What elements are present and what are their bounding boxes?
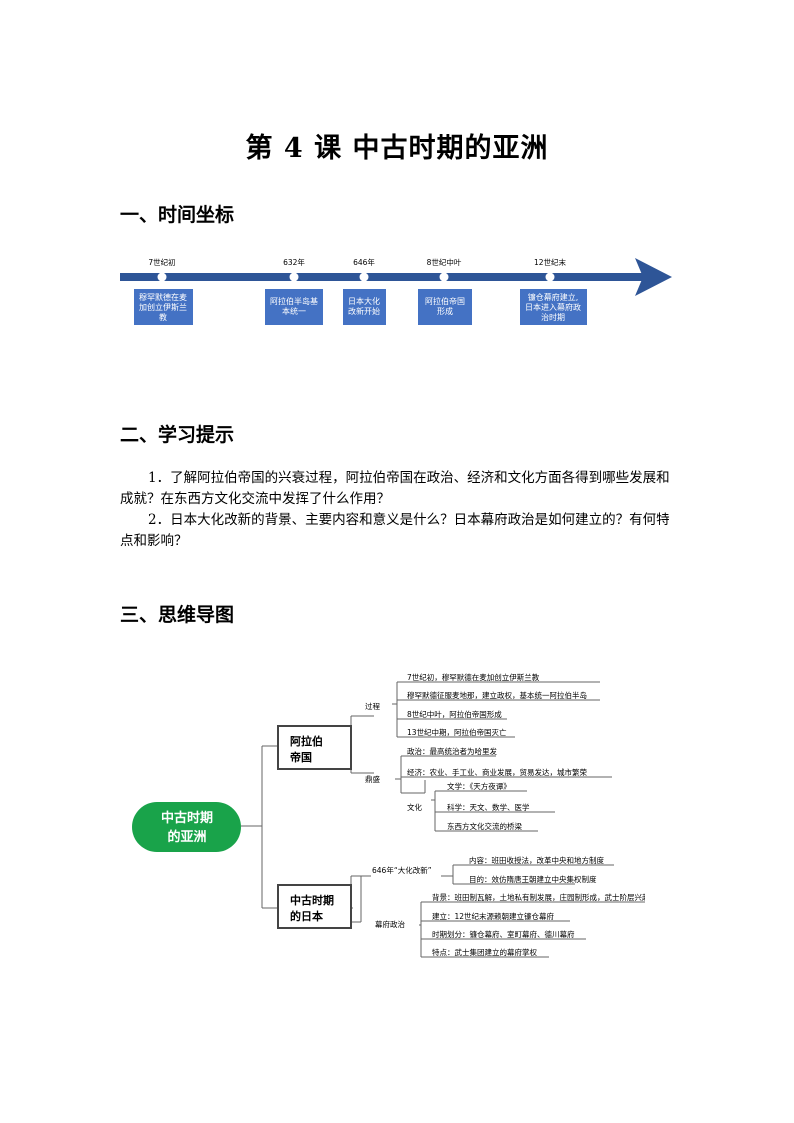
study-tips: 1．了解阿拉伯帝国的兴衰过程，阿拉伯帝国在政治、经济和文化方面各得到哪些发展和成… bbox=[120, 468, 680, 552]
timeline-event-box bbox=[265, 289, 323, 325]
branch-label: 的日本 bbox=[290, 909, 323, 923]
process-label: 过程 bbox=[365, 701, 380, 711]
branch-node-medieval-japan bbox=[277, 884, 352, 929]
economy-item: 经济：农业、手工业、商业发展，贸易发达，城市繁荣 bbox=[407, 767, 587, 777]
timeline-event-text: 镰仓幕府建立, bbox=[528, 292, 579, 302]
timeline-date: 8世纪中叶 bbox=[427, 257, 462, 267]
branch-label: 帝国 bbox=[290, 750, 312, 764]
timeline-arrow-icon bbox=[635, 258, 672, 296]
timeline-event-text: 日本进入幕府政 bbox=[525, 302, 581, 312]
study-tip-2: 2．日本大化改新的背景、主要内容和意义是什么？日本幕府政治是如何建立的？有何特点… bbox=[120, 512, 670, 549]
timeline-event-text: 阿拉伯半岛基 bbox=[270, 296, 318, 306]
timeline-event-text: 阿拉伯帝国 bbox=[425, 296, 465, 306]
branch-label: 中古时期 bbox=[290, 893, 334, 907]
process-item: 穆罕默德征服麦地那，建立政权，基本统一阿拉伯半岛 bbox=[407, 690, 587, 700]
timeline-date: 12世纪末 bbox=[534, 257, 567, 267]
taika-reform-label: 646年“大化改新” bbox=[372, 865, 432, 875]
root-label: 中古时期 bbox=[161, 810, 213, 826]
page-title: 第 4 课 中古时期的亚洲 bbox=[245, 133, 549, 164]
timeline: 7世纪初 穆罕默德在麦 加创立伊斯兰 教 632年 阿拉伯半岛基 本统一 646… bbox=[120, 257, 672, 325]
timeline-date: 646年 bbox=[353, 257, 375, 267]
process-item: 13世纪中期，阿拉伯帝国灭亡 bbox=[407, 727, 507, 737]
culture-label: 文化 bbox=[407, 802, 422, 812]
timeline-event-text: 加创立伊斯兰 bbox=[139, 302, 187, 312]
section-heading-timeline: 一、时间坐标 bbox=[120, 204, 235, 226]
timeline-event-box bbox=[343, 289, 386, 325]
timeline-event-text: 教 bbox=[159, 312, 167, 322]
timeline-event-text: 穆罕默德在麦 bbox=[139, 292, 187, 302]
bakufu-item: 背景：班田制瓦解，土地私有制发展，庄园制形成，武士阶层兴起 bbox=[432, 892, 645, 902]
mind-map-root bbox=[132, 802, 241, 852]
culture-item: 科学：天文、数学、医学 bbox=[447, 802, 530, 812]
branch-label: 阿拉伯 bbox=[290, 734, 323, 748]
bakufu-label: 幕府政治 bbox=[375, 919, 405, 929]
timeline-date: 632年 bbox=[283, 257, 305, 267]
timeline-event-text: 本统一 bbox=[282, 306, 306, 316]
timeline-event-text: 改新开始 bbox=[348, 306, 380, 316]
taika-item: 目的：效仿隋唐王朝建立中央集权制度 bbox=[469, 874, 597, 884]
section-heading-mind-map: 三、思维导图 bbox=[120, 604, 235, 626]
timeline-event-text: 形成 bbox=[437, 306, 453, 316]
taika-item: 内容：班田收授法，改革中央和地方制度 bbox=[469, 855, 604, 865]
timeline-dot bbox=[359, 272, 369, 282]
timeline-date: 7世纪初 bbox=[148, 257, 175, 267]
politics-item: 政治：最高统治者为哈里发 bbox=[407, 746, 497, 756]
timeline-event-box bbox=[418, 289, 472, 325]
branch-node-arab-empire bbox=[277, 725, 352, 770]
peak-label: 鼎盛 bbox=[365, 774, 380, 784]
process-item: 8世纪中叶，阿拉伯帝国形成 bbox=[407, 709, 502, 719]
culture-item: 文学：《天方夜谭》 bbox=[447, 781, 511, 791]
timeline-dot bbox=[439, 272, 449, 282]
timeline-dot bbox=[289, 272, 299, 282]
section-heading-study-tips: 二、学习提示 bbox=[120, 424, 235, 446]
timeline-dot bbox=[157, 272, 167, 282]
timeline-event-box bbox=[520, 289, 587, 325]
timeline-line bbox=[120, 273, 650, 281]
timeline-dot bbox=[545, 272, 555, 282]
bakufu-item: 时期划分：镰仓幕府、室町幕府、德川幕府 bbox=[432, 929, 575, 939]
culture-item: 东西方文化交流的桥梁 bbox=[447, 821, 522, 831]
mind-map: 中古时期 的亚洲 阿拉伯 帝国 中古时期 的日本 过程 7世纪初，穆罕默德在麦加… bbox=[132, 672, 645, 958]
study-tip-1: 1．了解阿拉伯帝国的兴衰过程，阿拉伯帝国在政治、经济和文化方面各得到哪些发展和成… bbox=[120, 470, 670, 507]
timeline-event-text: 日本大化 bbox=[348, 296, 380, 306]
bakufu-item: 特点：武士集团建立的幕府掌权 bbox=[432, 947, 537, 957]
bakufu-item: 建立：12世纪末源赖朝建立镰仓幕府 bbox=[432, 911, 555, 921]
root-label: 的亚洲 bbox=[167, 829, 206, 845]
process-item: 7世纪初，穆罕默德在麦加创立伊斯兰教 bbox=[407, 672, 540, 682]
timeline-event-box bbox=[134, 289, 193, 325]
timeline-event-text: 治时期 bbox=[541, 312, 565, 322]
